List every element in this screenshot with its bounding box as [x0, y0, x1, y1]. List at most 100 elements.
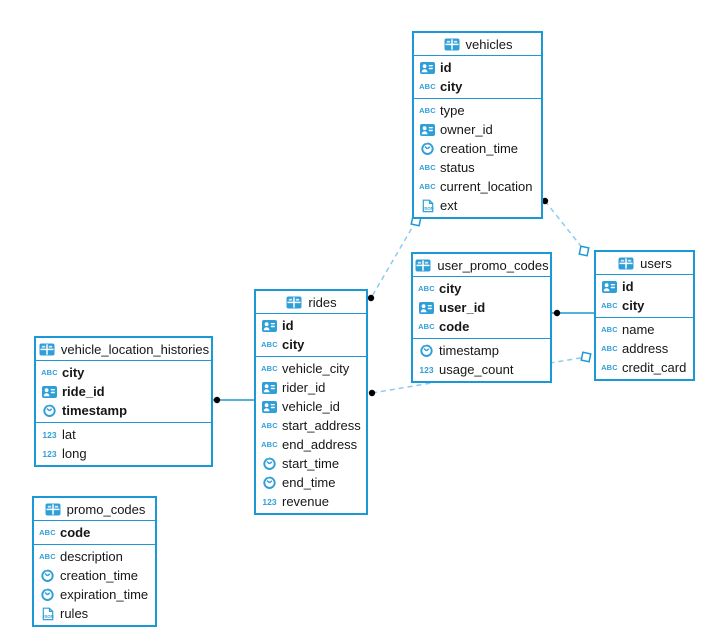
field-row-id[interactable]: id — [256, 316, 366, 335]
abc-string-type-icon: ABC — [601, 363, 618, 372]
field-name: creation_time — [440, 141, 519, 156]
clock-timestamp-icon — [261, 457, 278, 470]
field-name: owner_id — [440, 122, 493, 137]
table-name: user_promo_codes — [437, 257, 549, 273]
table-header[interactable]: rides — [256, 291, 366, 313]
field-row-vehicle_id[interactable]: vehicle_id — [256, 397, 366, 416]
field-name: address — [622, 341, 669, 356]
abc-string-type-icon: ABC — [39, 528, 56, 537]
id-card-icon — [41, 385, 58, 398]
field-name: id — [282, 318, 294, 333]
svg-text:JSON: JSON — [42, 614, 53, 619]
field-row-id[interactable]: id — [414, 58, 541, 77]
field-row-owner_id[interactable]: owner_id — [414, 120, 541, 139]
abc-string-type-icon: ABC — [419, 82, 436, 91]
table-name: users — [640, 255, 672, 271]
123-number-type-icon: 123 — [262, 496, 277, 507]
table-header[interactable]: vehicles — [414, 33, 541, 55]
clock-timestamp-icon — [39, 569, 56, 582]
relationship-dot-marker — [213, 396, 221, 404]
field-row-rider_id[interactable]: rider_id — [256, 378, 366, 397]
table-icon — [44, 503, 62, 516]
id-card-icon — [418, 301, 435, 314]
table-name: vehicle_location_histories — [60, 341, 210, 357]
abc-string-type-icon: ABC — [418, 322, 435, 331]
field-name: timestamp — [62, 403, 128, 418]
table-icon — [285, 296, 303, 309]
field-row-user_id[interactable]: user_id — [413, 298, 550, 317]
field-name: revenue — [282, 494, 329, 509]
relationship-dot-marker — [367, 294, 375, 302]
relationship-dot-marker — [553, 309, 561, 317]
abc-string-type-icon: ABC — [39, 552, 56, 561]
field-name: id — [440, 60, 452, 75]
field-row-address[interactable]: ABC address — [596, 339, 693, 358]
field-name: start_address — [282, 418, 361, 433]
id-card-icon — [261, 381, 278, 394]
table-header[interactable]: vehicle_location_histories — [36, 338, 211, 360]
clock-timestamp-icon — [418, 344, 435, 357]
field-row-start_time[interactable]: start_time — [256, 454, 366, 473]
field-name: ext — [440, 198, 458, 213]
field-row-timestamp[interactable]: timestamp — [413, 341, 550, 360]
relationship-square-marker — [578, 245, 590, 257]
field-row-expiration_time[interactable]: expiration_time — [34, 585, 155, 604]
field-row-id[interactable]: id — [596, 277, 693, 296]
relationship-vehicles-rides[interactable] — [370, 220, 417, 299]
abc-string-type-icon: ABC — [601, 301, 618, 310]
abc-string-type-icon: ABC — [41, 368, 58, 377]
relationship-vehicles-users[interactable] — [544, 200, 585, 251]
field-name: ride_id — [62, 384, 105, 399]
table-header[interactable]: promo_codes — [34, 498, 155, 520]
field-row-revenue[interactable]: 123 revenue — [256, 492, 366, 511]
abc-string-type-icon: ABC — [261, 340, 278, 349]
field-name: rider_id — [282, 380, 326, 395]
field-row-creation_time[interactable]: creation_time — [414, 139, 541, 158]
field-row-ride_id[interactable]: ride_id — [36, 382, 211, 401]
table-header[interactable]: users — [596, 252, 693, 274]
field-name: vehicle_id — [282, 399, 340, 414]
table-name: promo_codes — [66, 501, 146, 517]
id-card-icon — [601, 280, 618, 293]
123-number-type-icon: 123 — [42, 448, 57, 459]
relationship-square-marker — [580, 351, 592, 363]
field-row-timestamp[interactable]: timestamp — [36, 401, 211, 420]
abc-string-type-icon: ABC — [601, 344, 618, 353]
field-row-creation_time[interactable]: creation_time — [34, 566, 155, 585]
json-type-icon: JSON — [39, 607, 56, 621]
field-row-end_time[interactable]: end_time — [256, 473, 366, 492]
id-card-icon — [419, 61, 436, 74]
table-header[interactable]: user_promo_codes — [413, 254, 550, 276]
